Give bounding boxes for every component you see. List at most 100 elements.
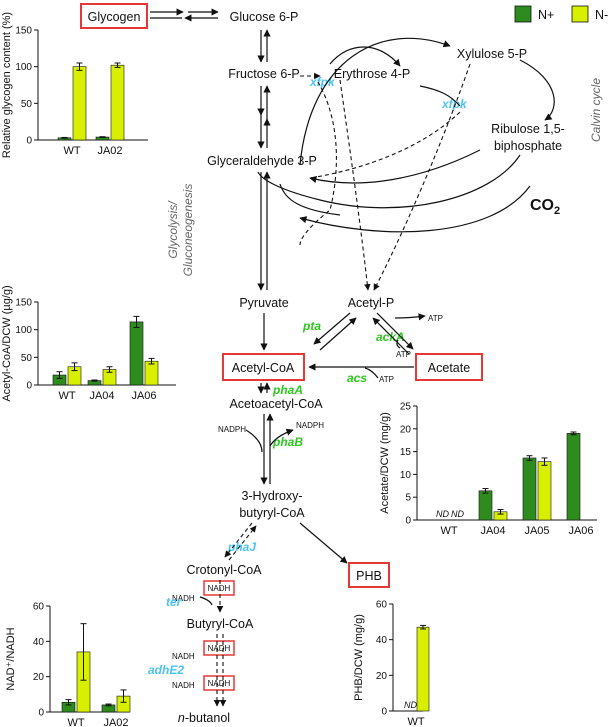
hydroxybutyryl-label-1: 3-Hydroxy-	[241, 489, 302, 503]
atp-label-3: ATP	[379, 375, 394, 384]
chart2-ytick-label: 20	[400, 424, 412, 435]
nadh-box-2	[203, 640, 235, 656]
co2-label: CO2	[530, 197, 560, 217]
nadh-label-3: NADH	[172, 652, 195, 661]
atp-label-2: ATP	[396, 350, 411, 359]
butyrylcoa-label: Butyryl-CoA	[187, 617, 254, 631]
enzyme-adhe2: adhE2	[148, 663, 184, 677]
acetylcoa-label: Acetyl-CoA	[232, 361, 295, 375]
chart0-bar-WT-N-	[72, 66, 87, 141]
chart1-xlabel-JA06: JA06	[131, 390, 156, 402]
chart2-bar-JA05-N+	[522, 457, 537, 521]
chart4-ytick-label: 40	[376, 635, 388, 646]
ribulose-label-1: Ribulose 1,5-	[491, 122, 565, 136]
chart2-xlabel-JA04: JA04	[480, 525, 505, 537]
atp-label-1: ATP	[428, 314, 443, 323]
hydroxybutyryl-label-2: butyryl-CoA	[239, 506, 305, 520]
pathway-arrows	[150, 8, 555, 707]
erythrose4p-label: Erythrose 4-P	[334, 67, 410, 81]
chart0-ytick-label: 100	[15, 62, 32, 73]
chart2-xlabel-JA05: JA05	[524, 525, 549, 537]
calvin-cycle-label: Calvin cycle	[589, 78, 603, 142]
chart4-ytick-label: 0	[381, 707, 387, 718]
chart0-xlabel-JA02: JA02	[97, 145, 122, 157]
nadph-label-2: NADPH	[296, 421, 324, 430]
chart2-ylabel: Acetate/DCW (mg/g)	[379, 412, 391, 513]
enzyme-xfpk-1: xfpk	[309, 75, 336, 89]
chart2-nd-label: ND	[451, 509, 464, 519]
enzyme-phaa: phaA	[272, 383, 303, 397]
chart1-bar-JA06-N+	[129, 321, 144, 386]
nadh-label-4: NADH	[208, 644, 231, 653]
chart2-bar-JA05-N-	[537, 461, 552, 521]
chart2-xlabel-JA06: JA06	[568, 525, 593, 537]
xylulose5p-label: Xylulose 5-P	[457, 47, 527, 61]
acetate-label: Acetate	[428, 361, 470, 375]
chart0-ytick-label: 50	[21, 99, 33, 110]
nadh-label-6: NADH	[208, 679, 231, 688]
chart2-ytick-label: 10	[400, 470, 412, 481]
glycogen-label: Glycogen	[88, 10, 141, 24]
chart4-ytick-label: 20	[376, 671, 388, 682]
legend-label-n-minus: N-	[595, 8, 608, 22]
chart3-xlabel-WT: WT	[67, 717, 84, 727]
chart3-ytick-label: 20	[33, 672, 45, 683]
chart4-nd-label: ND	[404, 700, 417, 710]
chart0-bar-JA02-N-	[110, 64, 125, 141]
chart2-ytick-label: 5	[405, 493, 411, 504]
chart1-ytick-label: 0	[26, 381, 32, 392]
acetoacetylcoa-label: Acetoacetyl-CoA	[229, 397, 323, 411]
chart0-ytick-label: 0	[26, 136, 32, 147]
acetate-box	[415, 353, 483, 381]
chart3-ytick-label: 40	[33, 637, 45, 648]
chart0-xlabel-WT: WT	[63, 145, 80, 157]
acetylp-label: Acetyl-P	[348, 296, 395, 310]
nadph-label-1: NADPH	[218, 425, 246, 434]
chart1-bar-JA06-N-	[144, 360, 159, 386]
enzyme-ter: ter	[166, 595, 183, 609]
chart2-xlabel-WT: WT	[440, 525, 457, 537]
chart4-ylabel: PHB/DCW (mg/g)	[353, 614, 365, 701]
chart2-ytick-label: 15	[400, 447, 412, 458]
butanol-label: n-butanol	[178, 711, 230, 725]
glucose6p-label: Glucose 6-P	[230, 10, 299, 24]
enzyme-xfpk-2: xfpk	[441, 97, 468, 111]
fructose6p-label: Fructose 6-P	[228, 67, 300, 81]
chart4-xlabel-WT: WT	[407, 716, 424, 727]
nadh-label-2: NADH	[208, 584, 231, 593]
chart4-bar-WT-N-	[416, 626, 430, 712]
nadh-label-5: NADH	[172, 681, 195, 690]
glycogen-box	[80, 3, 148, 29]
chart4-ytick-label: 60	[376, 600, 388, 611]
chart2-bar-JA04-N+	[478, 490, 493, 521]
crotonylcoa-label: Crotonyl-CoA	[186, 563, 262, 577]
chart0-ytick-label: 150	[15, 26, 32, 37]
nadh-box-3	[203, 675, 235, 691]
chart1-ytick-label: 150	[15, 298, 32, 309]
phb-label: PHB	[356, 569, 382, 583]
enzyme-phab: phaB	[272, 435, 303, 449]
nadh-box-1	[203, 580, 235, 596]
acetylcoa-box	[222, 353, 305, 381]
chart1-ylabel: Acetyl-CoA/DCW (µg/g)	[1, 285, 13, 401]
chart2-ytick-label: 25	[400, 402, 412, 413]
chart1-xlabel-WT: WT	[58, 390, 75, 402]
enzyme-pta: pta	[302, 319, 321, 333]
chart1-xlabel-JA04: JA04	[89, 390, 114, 402]
legend-label-n-plus: N+	[538, 8, 554, 22]
legend-swatch-n-minus	[571, 5, 589, 23]
chart0-ylabel: Relative glycogen content (%)	[1, 12, 13, 158]
enzyme-phaj: phaJ	[227, 540, 256, 554]
chart3-ytick-label: 60	[33, 602, 45, 613]
nadh-label-1: NADH	[172, 594, 195, 603]
glycolysis-label-1: Glycolysis/	[166, 200, 180, 259]
chart2-bar-JA06-N+	[566, 433, 581, 521]
g3p-label: Glyceraldehyde 3-P	[207, 154, 317, 168]
chart3-xlabel-JA02: JA02	[103, 717, 128, 727]
legend-swatch-n-plus	[514, 5, 532, 23]
chart3-ytick-label: 0	[38, 708, 44, 719]
chart2-nd-label: ND	[436, 509, 449, 519]
phb-box	[348, 562, 390, 588]
